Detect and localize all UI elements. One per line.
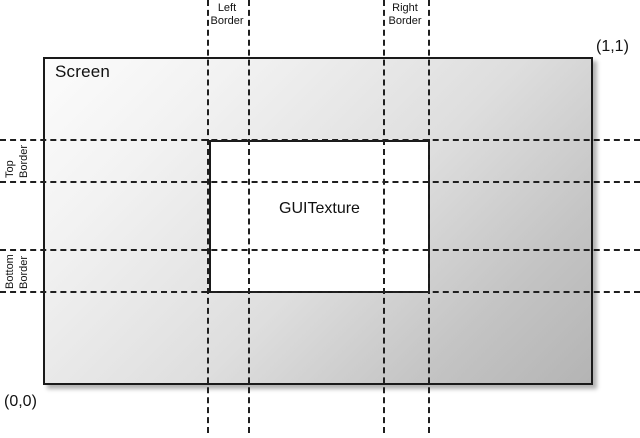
vertical-guide-right-inner <box>383 0 385 433</box>
vertical-guide-left-outer <box>207 0 209 433</box>
right-border-label-line1: Right <box>392 2 418 14</box>
bottom-border-label: Bottom <box>4 229 17 289</box>
bottom-border-label-line2: Border <box>18 255 30 289</box>
vertical-guide-right-outer <box>428 0 430 433</box>
horizontal-guide-top-inner <box>0 181 640 183</box>
horizontal-guide-bottom-outer <box>0 291 640 293</box>
horizontal-guide-top-outer <box>0 139 640 141</box>
left-border-label-line1: Left <box>217 2 237 14</box>
coordinate-bottom-left: (0,0) <box>4 393 37 410</box>
bottom-border-label-second: Border <box>18 229 31 289</box>
bottom-border-label-line1: Bottom <box>4 254 16 289</box>
screen-label: Screen <box>55 62 111 81</box>
left-border-label-line2: Border <box>210 15 244 27</box>
top-border-label: Top <box>4 118 17 178</box>
right-border-label: Right Border <box>382 2 428 28</box>
coordinate-top-right: (1,1) <box>596 38 629 55</box>
guitexture-rectangle <box>209 140 430 293</box>
top-border-label-second: Border <box>18 118 31 178</box>
top-border-label-line2: Border <box>18 144 30 178</box>
left-border-label: Left Border <box>204 2 250 28</box>
vertical-guide-left-inner <box>248 0 250 433</box>
guitexture-label: GUITexture <box>279 200 360 217</box>
top-border-label-line1: Top <box>4 160 16 178</box>
horizontal-guide-bottom-inner <box>0 249 640 251</box>
right-border-label-line2: Border <box>388 15 422 27</box>
